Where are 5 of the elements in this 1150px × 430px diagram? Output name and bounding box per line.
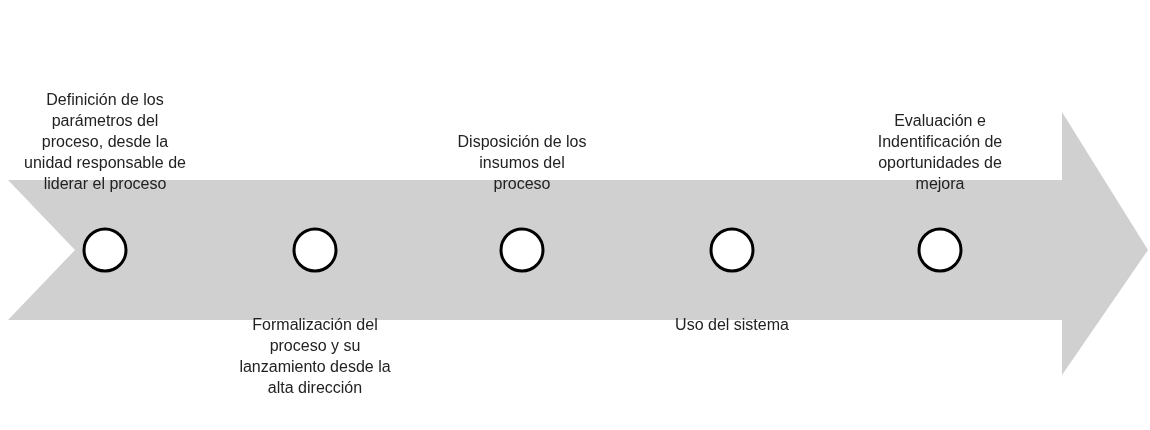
step-description: Disposición de los insumos del proceso	[456, 132, 588, 194]
step-description: Formalización del proceso y su lanzamiento desde la alta dirección	[238, 315, 392, 398]
step-description: Definición de los parámetros del proceso, desde la unidad responsable de liderar el proceso	[23, 90, 187, 194]
step-description: Uso del sistema	[674, 315, 790, 335]
step-description: Evaluación e Indentificación de oportunidades de mejora	[876, 111, 1004, 194]
